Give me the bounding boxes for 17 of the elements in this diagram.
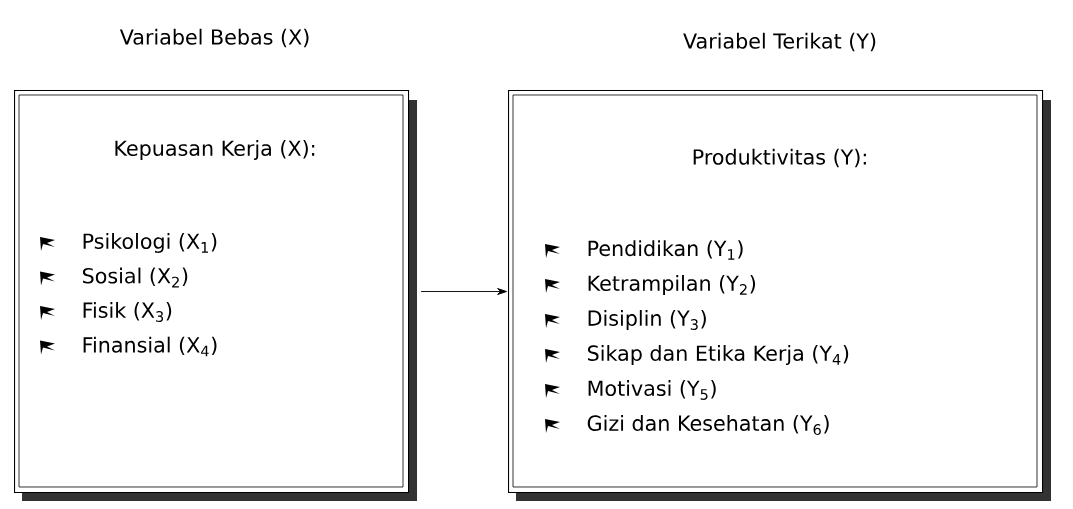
list-item: Gizi dan Kesehatan (Y$_{6}$) <box>587 414 829 435</box>
list-item: Psikologi (X$_{1}$) <box>83 233 217 253</box>
list-item: Motivasi (Y$_{5}$) <box>588 380 716 400</box>
column-title: Variabel Bebas (X) <box>119 28 309 48</box>
list-item: Sikap dan Etika Kerja (Y$_{4}$) <box>587 345 849 365</box>
list-item: Disiplin (Y$_{3}$) <box>588 310 706 330</box>
panel-box <box>14 90 417 501</box>
heading: Kepuasan Kerja (X): <box>115 140 315 160</box>
arrow <box>420 288 507 295</box>
list-item: Sosial (X$_{2}$) <box>82 267 188 288</box>
panel-box <box>508 90 1051 501</box>
list-item: Ketrampilan (Y$_{2}$) <box>588 275 756 295</box>
heading: Produktivitas (Y): <box>693 148 866 168</box>
list-item: Pendidikan (Y$_{1}$) <box>588 240 743 260</box>
list-item: Finansial (X$_{4}$) <box>83 336 217 357</box>
list-item: Fisik (X$_{3}$) <box>83 301 172 322</box>
column-title: Variabel Terikat (Y) <box>683 32 876 52</box>
